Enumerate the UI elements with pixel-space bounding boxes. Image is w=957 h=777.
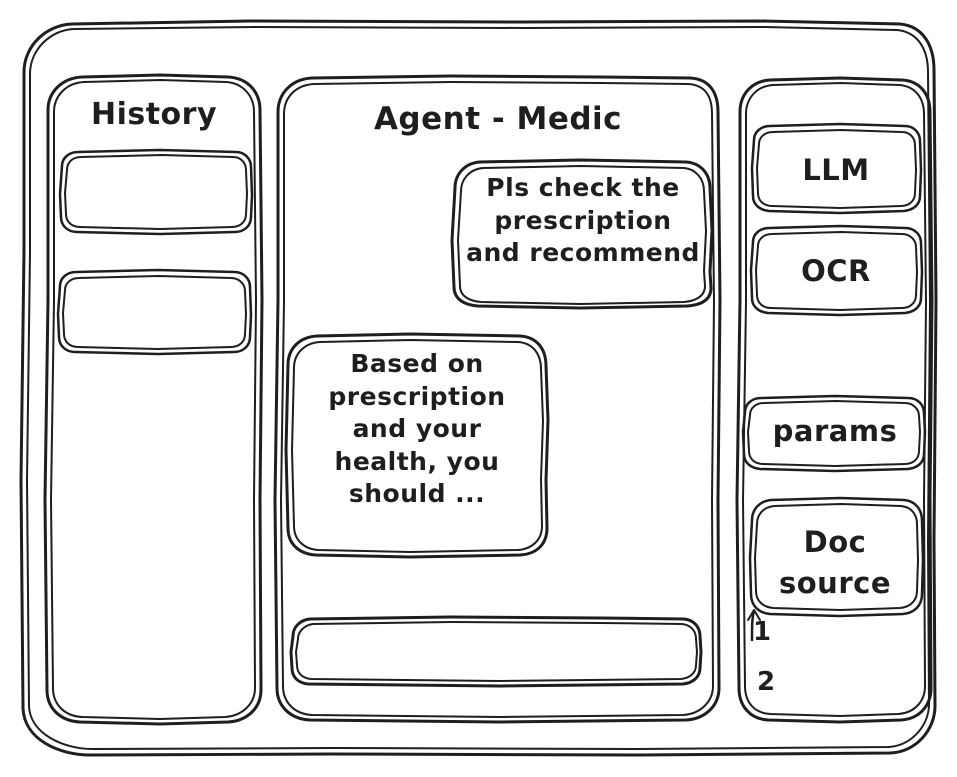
chip-doc-source-label[interactable]: Doc source — [779, 525, 891, 600]
chip-ocr[interactable] — [749, 224, 924, 317]
history-item-2[interactable] — [56, 268, 253, 356]
user-message-text: Pls check the prescription and recommend — [466, 173, 700, 267]
agent-panel-title: Agent - Medic — [373, 101, 623, 137]
history-panel-title: History — [90, 97, 218, 132]
tools-panel — [735, 76, 934, 724]
agent-panel — [273, 74, 722, 724]
chip-params-label[interactable]: params — [772, 414, 898, 448]
assistant-message-bubble — [284, 332, 550, 559]
chip-llm-label[interactable]: LLM — [802, 153, 870, 187]
assistant-message-text: Based on prescription and your health, y… — [328, 349, 506, 508]
chip-doc-source[interactable] — [748, 496, 925, 618]
history-panel — [43, 73, 264, 726]
chip-llm[interactable] — [750, 122, 923, 215]
user-message-bubble — [450, 158, 714, 310]
chip-ocr-label[interactable]: OCR — [801, 254, 871, 288]
doc-list-item-2[interactable]: 2 — [757, 667, 776, 697]
composer-input[interactable] — [289, 615, 703, 688]
app-window-frame — [19, 19, 938, 757]
doc-list-item-1[interactable]: 1 — [753, 617, 772, 647]
history-item-1[interactable] — [58, 148, 254, 236]
chip-params[interactable] — [741, 394, 927, 473]
doc-source-connector — [747, 609, 761, 642]
